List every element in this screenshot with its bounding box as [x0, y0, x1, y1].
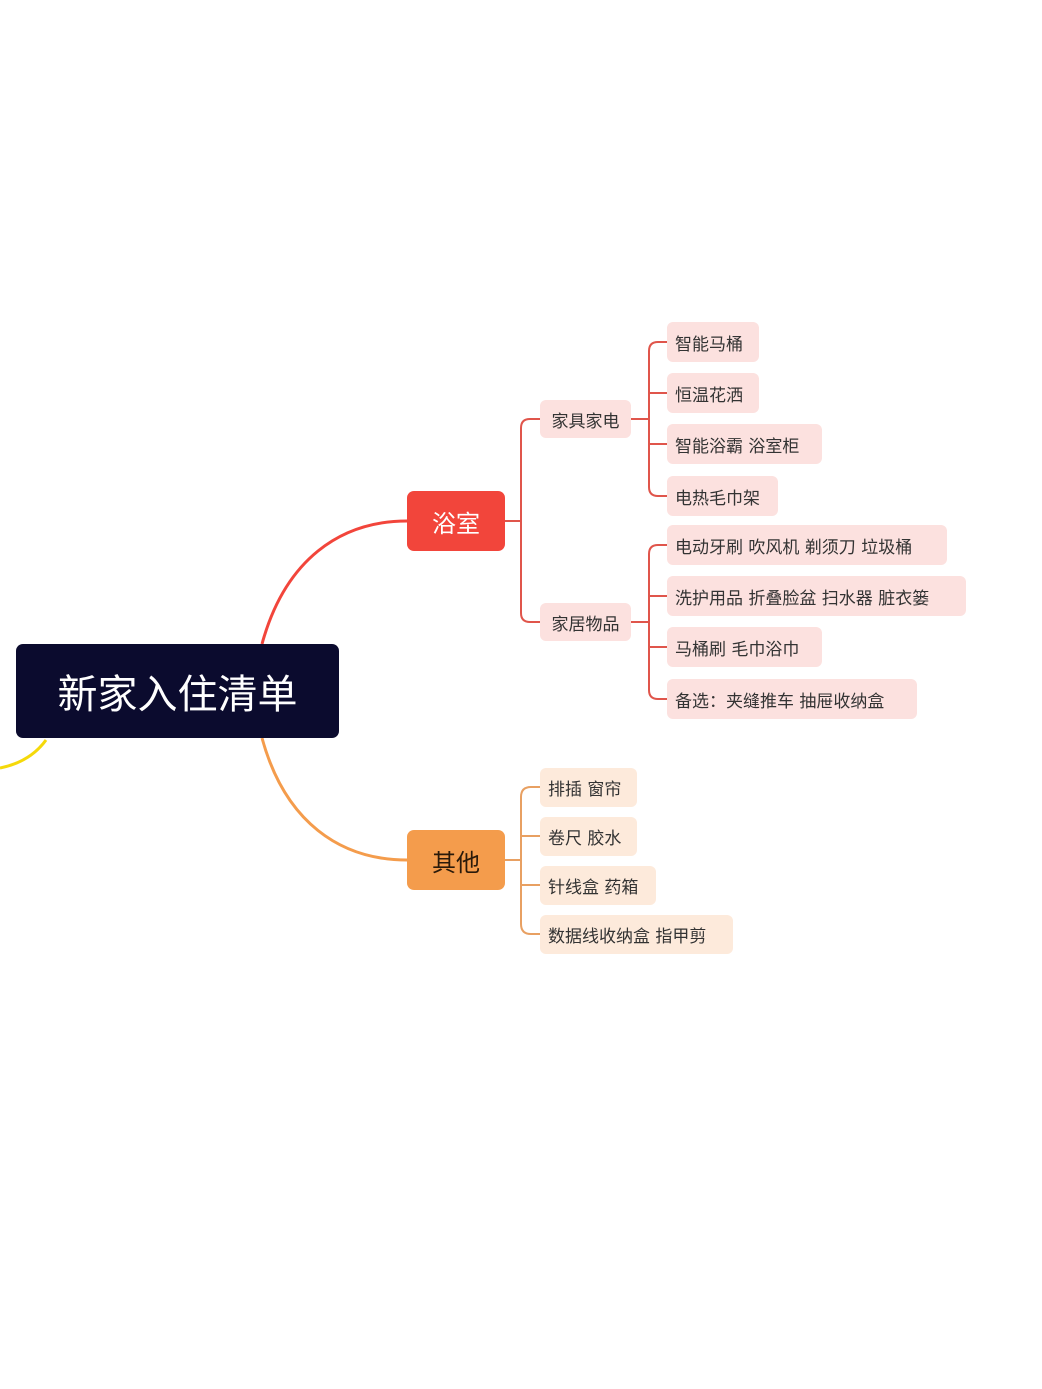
leaf-node[interactable]: 恒温花洒	[667, 373, 759, 413]
leaf-label: 排插 窗帘	[548, 780, 622, 800]
leaf-label: 智能马桶	[675, 334, 743, 355]
other-items-lines	[505, 786, 540, 935]
leaf-label: 卷尺 胶水	[548, 829, 622, 849]
leaf-node[interactable]: 数据线收纳盒 指甲剪	[540, 915, 733, 954]
topic-bathroom[interactable]: 浴室	[407, 491, 505, 551]
subtopic-household-items[interactable]: 家居物品	[540, 603, 631, 641]
bathroom-group-lines	[505, 418, 540, 623]
leaf-node[interactable]: 马桶刷 毛巾浴巾	[667, 627, 822, 667]
offscreen-branch-line	[0, 739, 48, 770]
root-to-bathroom-line	[260, 519, 408, 645]
subtopic-appliances[interactable]: 家具家电	[540, 400, 631, 438]
leaf-label: 备选：夹缝推车 抽屉收纳盒	[675, 691, 885, 712]
root-topic[interactable]: 新家入住清单	[16, 644, 339, 738]
leaf-node[interactable]: 针线盒 药箱	[540, 866, 656, 905]
subtopic-label: 家居物品	[551, 614, 620, 635]
root-title: 新家入住清单	[57, 672, 298, 718]
leaf-node[interactable]: 智能浴霸 浴室柜	[667, 424, 822, 464]
group-items-lines	[631, 544, 667, 700]
leaf-node[interactable]: 智能马桶	[667, 322, 759, 362]
root-to-other-line	[260, 737, 408, 862]
leaf-label: 恒温花洒	[675, 385, 743, 406]
leaf-label: 马桶刷 毛巾浴巾	[675, 639, 800, 660]
topic-other-label: 其他	[432, 848, 480, 877]
leaf-label: 电热毛巾架	[675, 488, 760, 509]
leaf-node[interactable]: 卷尺 胶水	[540, 817, 637, 856]
leaf-node[interactable]: 备选：夹缝推车 抽屉收纳盒	[667, 679, 917, 719]
topic-other[interactable]: 其他	[407, 830, 505, 890]
group-appliances-lines	[631, 341, 667, 497]
leaf-label: 智能浴霸 浴室柜	[675, 436, 800, 457]
subtopic-label: 家具家电	[551, 411, 620, 432]
leaf-node[interactable]: 排插 窗帘	[540, 768, 637, 807]
leaf-node[interactable]: 电动牙刷 吹风机 剃须刀 垃圾桶	[667, 525, 947, 565]
leaf-label: 电动牙刷 吹风机 剃须刀 垃圾桶	[675, 537, 913, 558]
leaf-node[interactable]: 电热毛巾架	[667, 476, 778, 516]
leaf-label: 针线盒 药箱	[548, 878, 639, 898]
leaf-label: 洗护用品 折叠脸盆 扫水器 脏衣篓	[675, 588, 930, 609]
leaf-node[interactable]: 洗护用品 折叠脸盆 扫水器 脏衣篓	[667, 576, 966, 616]
topic-bathroom-label: 浴室	[432, 509, 480, 538]
leaf-label: 数据线收纳盒 指甲剪	[548, 927, 707, 947]
